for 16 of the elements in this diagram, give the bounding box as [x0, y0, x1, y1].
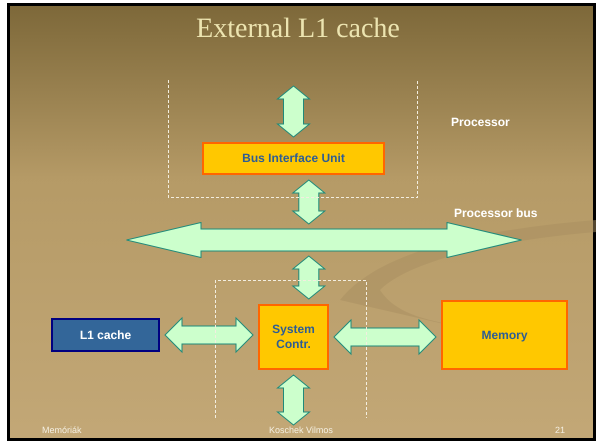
double-arrow: [291, 255, 326, 300]
block-box: Memory: [441, 300, 568, 370]
double-arrow: [164, 316, 254, 354]
footer-text: Koschek Vilmos: [269, 424, 333, 437]
slide-title: External L1 cache: [195, 12, 401, 46]
page-number: 21: [555, 424, 566, 437]
double-arrow: [276, 374, 311, 426]
bus-label: Processor bus: [454, 205, 538, 222]
double-arrow: [333, 318, 437, 356]
footer-text: Memóriák: [42, 424, 82, 437]
double-arrow: [276, 85, 311, 138]
double-arrow: [291, 179, 326, 225]
block-box: System Contr.: [258, 304, 329, 370]
processor-label: Processor: [451, 114, 510, 131]
block-box: Bus Interface Unit: [202, 142, 385, 175]
block-box: L1 cache: [51, 318, 160, 352]
